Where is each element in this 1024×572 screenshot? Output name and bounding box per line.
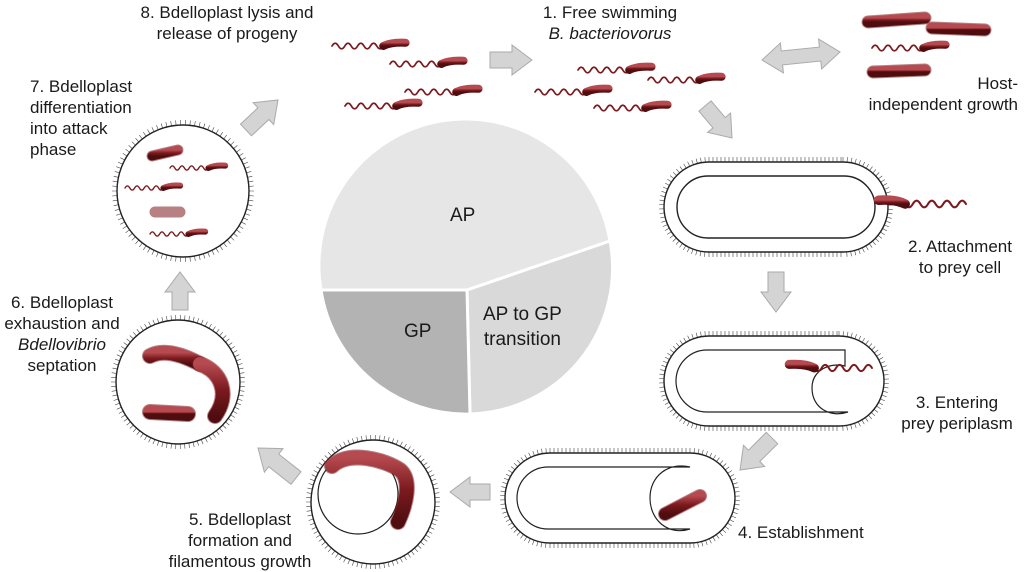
arrow-7-to-8: [239, 99, 279, 137]
bacterium-hi-1: [862, 12, 931, 28]
arrow-3-to-4: [739, 431, 779, 471]
pie-slice-transition: [465, 239, 615, 416]
host-independent-label: Host-independent growth: [868, 74, 1018, 114]
pie-slice-ap: [317, 117, 612, 292]
bacterium-progeny-1: [147, 145, 183, 161]
bdelloplast-7-fringe: [112, 119, 254, 263]
prey-cell-2-inner: [676, 175, 876, 239]
pie-chart: [317, 117, 615, 416]
bacterium-septate-3: [143, 405, 195, 421]
bacterium-hi-2: [926, 22, 991, 36]
bacteria: [124, 11, 992, 530]
bacterium-progeny-2: [169, 162, 229, 172]
pie-label-ap: AP: [450, 205, 476, 226]
bacterium-septate-2: [193, 357, 230, 423]
bacterium-free-5: [577, 62, 656, 75]
bacterium-hi-4: [867, 64, 931, 78]
prey-cell-2-fringe: [658, 157, 894, 257]
bacterium-established: [659, 490, 706, 520]
prey-cell-4-fringe: [499, 448, 741, 548]
bacterium-progeny-3: [124, 182, 184, 192]
bacterium-free-4: [404, 84, 483, 97]
arrow-4-to-5: [449, 476, 491, 508]
bdelloplast-7: [116, 124, 250, 258]
bacterium-progeny-5: [149, 228, 209, 238]
pie-slice-gp: [319, 288, 472, 416]
bacterium-filament: [325, 450, 414, 529]
arrow-6-to-7: [164, 271, 196, 311]
bacterium-free-3: [344, 98, 423, 111]
bacterium-entering: [784, 359, 873, 373]
bdelloplast-6-fringe: [111, 314, 245, 450]
bacterium-attached: [873, 195, 968, 209]
arrow-1-to-2: [698, 100, 733, 139]
arrow-1-to-release: [489, 44, 533, 76]
bacterium-free-1: [331, 38, 410, 51]
arrow-host-independent: [761, 38, 841, 74]
bacterium-free-2: [389, 56, 468, 69]
bdelloplast-5-fringe: [306, 434, 440, 570]
cycle-arrows: [164, 38, 841, 508]
bacterium-free-7: [534, 84, 613, 97]
bacterium-hi-3: [871, 40, 950, 53]
bacterium-free-8: [593, 100, 672, 113]
arrow-2-to-3: [760, 271, 792, 313]
arrow-5-to-6: [257, 447, 302, 486]
bacterium-free-6: [647, 72, 726, 85]
prey-cell-3-fringe: [658, 331, 890, 431]
step-4-label: 4. Establishment: [738, 523, 864, 542]
pie-label-gp: GP: [404, 321, 432, 342]
prey-cell-4-inner: [516, 465, 691, 532]
